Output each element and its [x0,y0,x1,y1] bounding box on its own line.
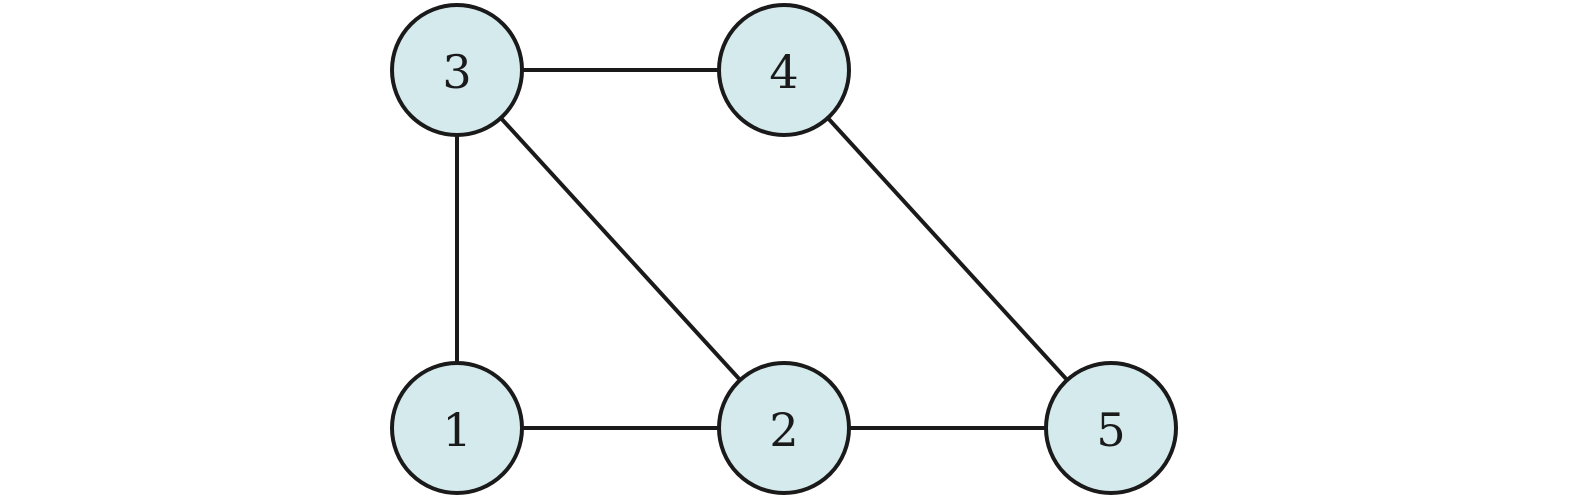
node-circle-1 [390,361,524,495]
nodes-layer: 1 2 3 4 5 [390,3,1178,495]
node-circle-4 [717,3,851,137]
node-5: 5 [1044,361,1178,495]
node-4: 4 [717,3,851,137]
node-label-3: 3 [442,45,471,99]
node-label-4: 4 [769,45,798,99]
node-circle-3 [390,3,524,137]
node-label-1: 1 [442,403,471,457]
node-label-5: 5 [1096,403,1125,457]
edge-3-2 [455,68,786,430]
edge-4-5 [782,68,1113,430]
node-1: 1 [390,361,524,495]
node-label-2: 2 [769,403,798,457]
node-3: 3 [390,3,524,137]
node-2: 2 [717,361,851,495]
node-circle-5 [1044,361,1178,495]
node-circle-2 [717,361,851,495]
